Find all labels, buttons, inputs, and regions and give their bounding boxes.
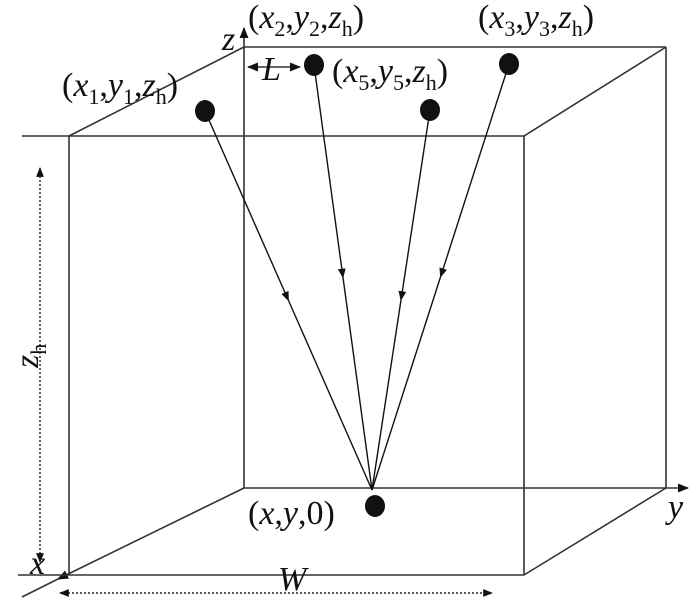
ray-p1-upper — [204, 110, 290, 302]
label-p5-part: ) — [437, 53, 448, 90]
label-p2-part: z — [328, 0, 342, 36]
label-p5-part: 5 — [358, 70, 369, 95]
point-p2 — [304, 54, 324, 76]
height-label-sub: h — [26, 344, 51, 355]
label-p1-part: , — [99, 67, 108, 104]
label-p3: (x3,y3,zh) — [478, 0, 594, 41]
svg-text:zh: zh — [9, 344, 51, 369]
x-axis-label: x — [29, 545, 45, 582]
spacing-label: L — [261, 51, 281, 88]
label-ground-part: ( — [248, 495, 259, 532]
point-p5 — [420, 99, 440, 121]
label-p1: (x1,y1,zh) — [62, 67, 178, 109]
label-p2-part: 2 — [274, 16, 285, 41]
ray-p5-upper — [398, 109, 431, 301]
label-p5-part: x — [342, 53, 358, 90]
label-p2: (x2,y2,zh) — [248, 0, 364, 41]
bottom-right-diagonal — [523, 487, 667, 576]
y-axis-label: y — [665, 489, 684, 526]
ray-p3-lower — [371, 276, 442, 491]
label-p3-part: 3 — [504, 16, 515, 41]
label-ground: (x,y,0) — [248, 495, 335, 532]
x-axis-extension — [21, 578, 59, 598]
z-axis-label: z — [221, 21, 235, 58]
label-ground-part: , — [274, 495, 283, 532]
label-p5-part: , — [369, 53, 378, 90]
width-label: W — [278, 561, 309, 598]
point-p1 — [195, 100, 215, 122]
ray-p5-lower — [371, 299, 402, 491]
top-left-diagonal — [68, 46, 245, 137]
height-label: zh — [9, 344, 51, 369]
label-p1-part: z — [142, 67, 156, 104]
point-ground — [365, 495, 385, 517]
label-ground-part: y — [280, 495, 299, 532]
signal-rays — [204, 63, 510, 491]
label-p2-part: x — [258, 0, 274, 36]
label-p3-part: , — [550, 0, 559, 36]
points — [195, 53, 519, 517]
label-p3-part: h — [572, 16, 583, 41]
label-p3-part: x — [488, 0, 504, 36]
point-labels: (x1,y1,zh)(x2,y2,zh)(x3,y3,zh)(x5,y5,zh)… — [62, 0, 594, 532]
top-right-diagonal — [523, 46, 667, 137]
label-p1-part: ( — [62, 67, 73, 104]
label-p3-part: z — [558, 0, 572, 36]
label-p1-part: ) — [167, 67, 178, 104]
label-p1-part: 1 — [88, 84, 99, 109]
ray-p1-lower — [287, 300, 373, 491]
height-label-main: z — [9, 355, 46, 369]
label-p2-part: ( — [248, 0, 259, 36]
ray-p2-upper — [313, 64, 346, 279]
label-p3-part: ( — [478, 0, 489, 36]
label-p1-part: , — [134, 67, 143, 104]
label-p2-part: , — [320, 0, 329, 36]
x-axis — [56, 487, 245, 580]
label-p5-part: z — [412, 53, 426, 90]
label-p5-part: h — [426, 70, 437, 95]
label-p2-part: , — [285, 0, 294, 36]
label-ground-part: x — [258, 495, 274, 532]
label-p5-part: ( — [332, 53, 343, 90]
label-p1-part: h — [156, 84, 167, 109]
ray-p3-upper — [439, 63, 510, 278]
point-p3 — [499, 53, 519, 75]
label-p1-part: y — [105, 67, 124, 104]
label-p2-part: h — [342, 16, 353, 41]
label-p3-part: , — [515, 0, 524, 36]
label-ground-part: ,0) — [298, 495, 335, 532]
label-p3-part: 3 — [539, 16, 550, 41]
label-p1-part: x — [72, 67, 88, 104]
label-p5-part: , — [404, 53, 413, 90]
label-p1-part: 1 — [123, 84, 134, 109]
label-p3-part: y — [521, 0, 540, 36]
label-p2-part: ) — [353, 0, 364, 36]
label-p5-part: 5 — [393, 70, 404, 95]
label-p2-part: y — [291, 0, 310, 36]
label-p3-part: ) — [583, 0, 594, 36]
label-p5-part: y — [375, 53, 394, 90]
label-p5: (x5,y5,zh) — [332, 53, 448, 95]
ray-p2-lower — [342, 277, 373, 491]
label-p2-part: 2 — [309, 16, 320, 41]
